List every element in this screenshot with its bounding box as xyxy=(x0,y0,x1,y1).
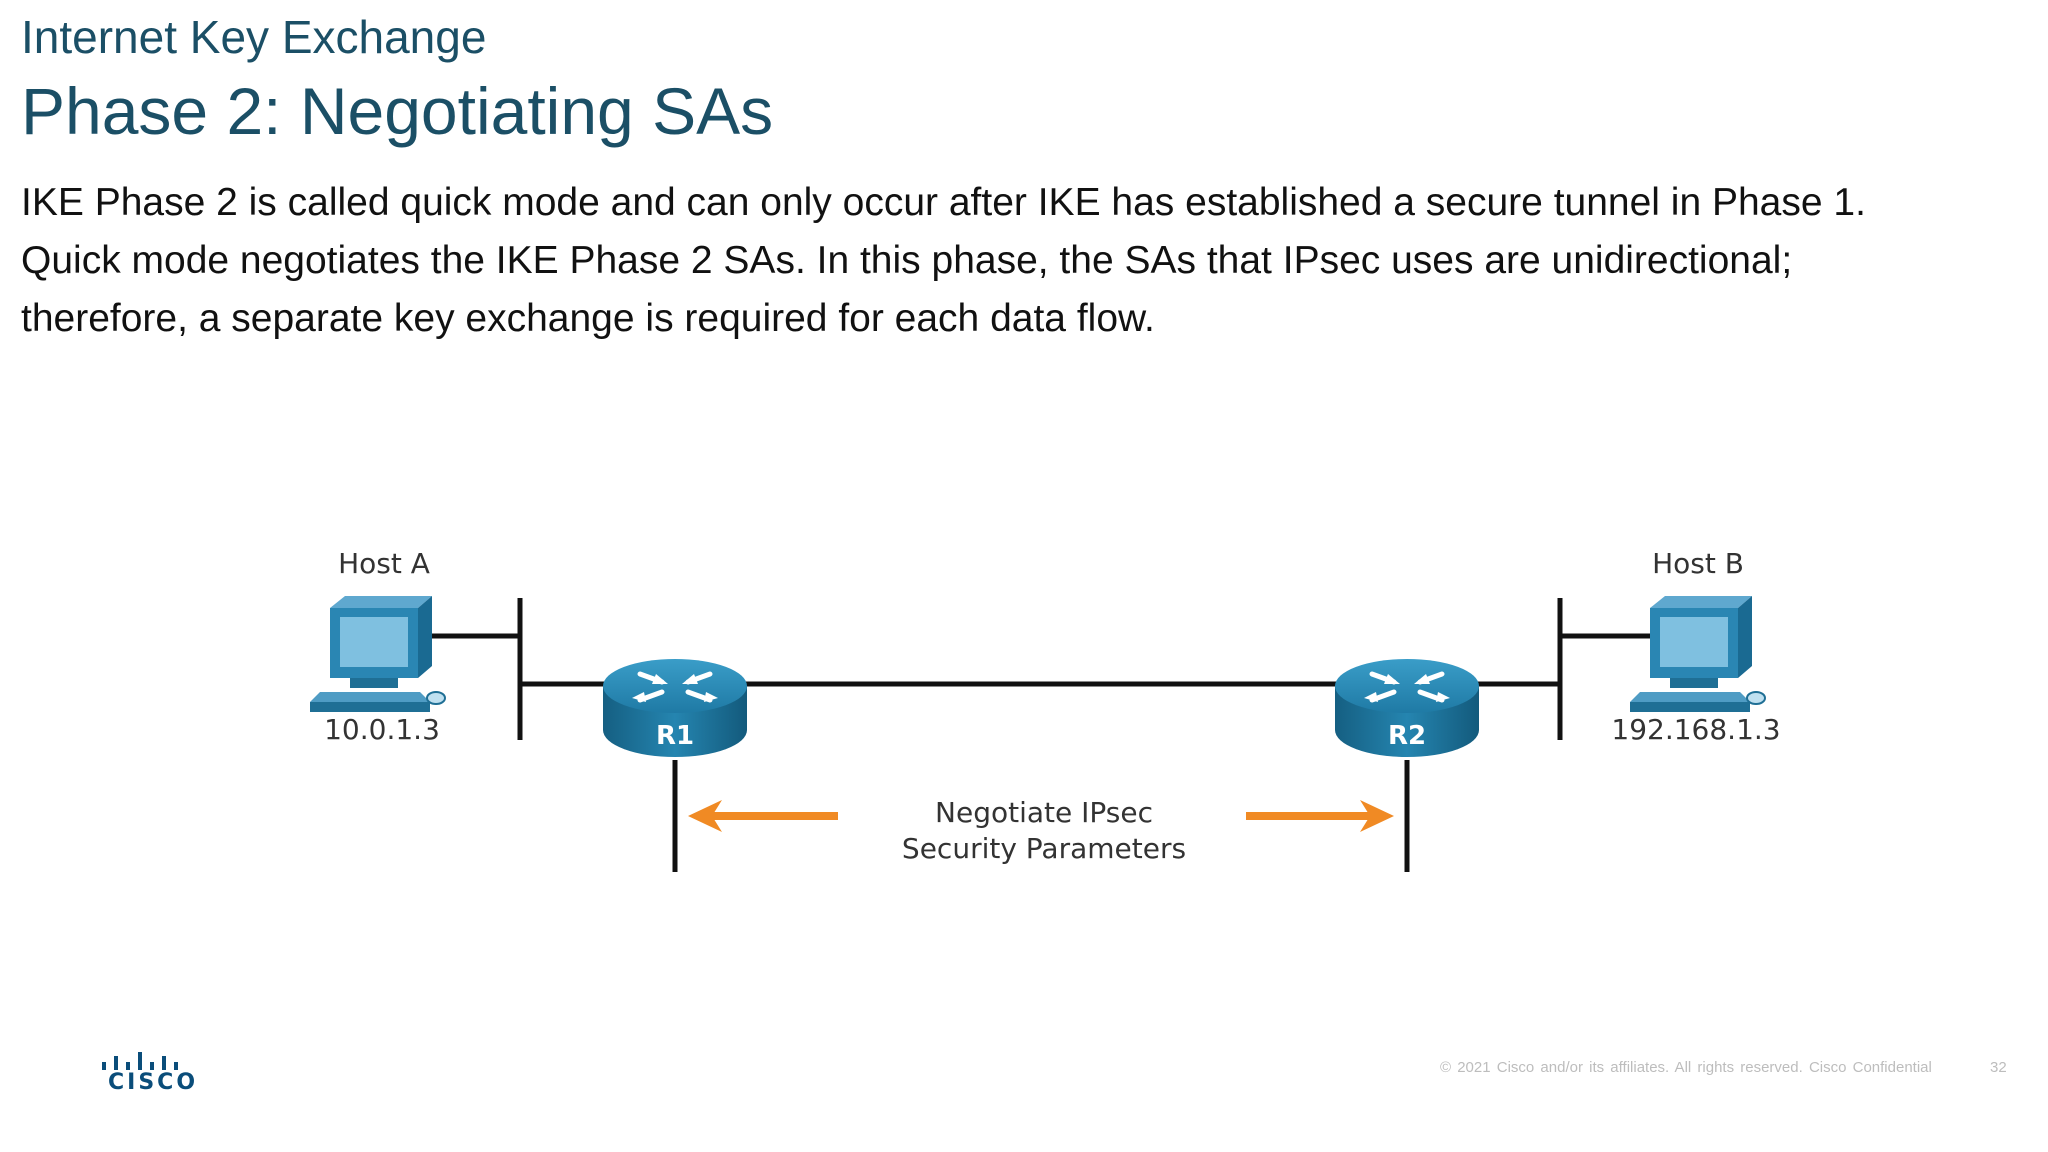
router-r1-label: R1 xyxy=(656,721,694,751)
body-paragraph: IKE Phase 2 is called quick mode and can… xyxy=(21,174,2001,348)
host-b-name: Host B xyxy=(1652,547,1744,580)
cisco-logo-text: CISCO xyxy=(108,1070,199,1095)
page-number: 32 xyxy=(1990,1059,2007,1076)
body-line-3: therefore, a separate key exchange is re… xyxy=(21,297,1155,340)
host-b-ip: 192.168.1.3 xyxy=(1611,713,1780,746)
left-arrow-icon xyxy=(688,800,838,832)
negotiation-label-line-2: Security Parameters xyxy=(902,832,1186,865)
network-links xyxy=(430,598,1650,872)
router-r2-icon xyxy=(1335,659,1479,757)
slide-title: Phase 2: Negotiating SAs xyxy=(21,74,774,148)
host-a-name: Host A xyxy=(338,547,430,580)
host-a-ip: 10.0.1.3 xyxy=(324,713,440,746)
section-title: Internet Key Exchange xyxy=(21,11,487,63)
body-line-1: IKE Phase 2 is called quick mode and can… xyxy=(21,181,1866,224)
cisco-logo-bars-icon xyxy=(102,1052,178,1070)
right-arrow-icon xyxy=(1246,800,1394,832)
host-b-computer-icon xyxy=(1630,596,1766,712)
footer-copyright: © 2021 Cisco and/or its affiliates. All … xyxy=(1440,1059,1932,1076)
router-r2-label: R2 xyxy=(1388,721,1426,751)
host-a-computer-icon xyxy=(310,596,446,712)
body-line-2: Quick mode negotiates the IKE Phase 2 SA… xyxy=(21,239,1793,282)
router-r1-icon xyxy=(603,659,747,757)
negotiation-label-line-1: Negotiate IPsec xyxy=(935,796,1153,829)
